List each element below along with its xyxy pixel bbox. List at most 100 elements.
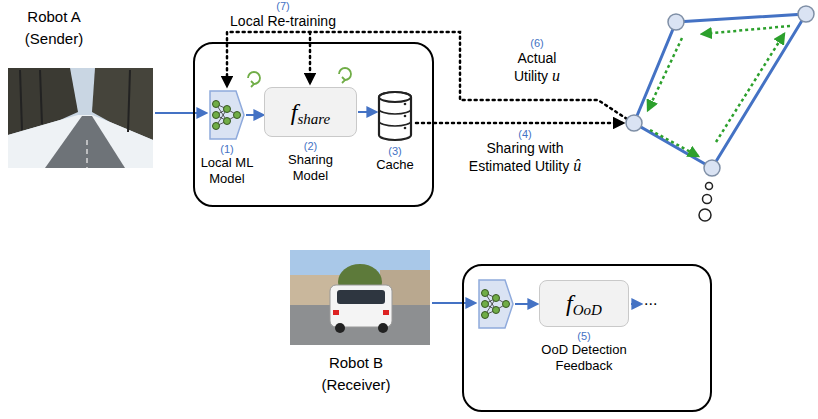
- flow-arrow: [515, 303, 537, 305]
- robot-network-graph: [626, 6, 814, 176]
- sharing-line: [416, 122, 623, 125]
- callout-number: (5): [529, 330, 639, 342]
- receiver-model-icon: [482, 312, 489, 319]
- street-car-photo: [290, 250, 430, 345]
- component-label: OoD Detection Feedback: [529, 342, 639, 373]
- label-line: Robot B (Receiver): [310, 352, 402, 396]
- model-icon: [209, 90, 245, 140]
- snow-road-photo: [86, 140, 88, 168]
- model-icon: [213, 101, 220, 108]
- receiver-model-icon: [493, 307, 500, 314]
- receiver-panel: fOoD (5)OoD Detection Feedback: [462, 264, 712, 412]
- model-icon: [234, 112, 241, 119]
- label-line: Estimated Utilityû: [445, 157, 605, 175]
- retrain-cycle-icon: [339, 68, 351, 80]
- cache-cylinder: [379, 121, 411, 126]
- sender-panel: (1)Local ML Modelfshare (2)Sharing Model (…: [193, 42, 434, 207]
- input-arrow: [432, 302, 475, 304]
- model-icon: [224, 118, 231, 125]
- robot-network-graph: [626, 115, 642, 131]
- street-car-photo: [383, 310, 389, 315]
- function-symbol: f: [566, 290, 573, 317]
- annotation-text: Robot A (Sender): [25, 8, 83, 47]
- callout-number: (7): [276, 0, 289, 12]
- model-icon: [224, 106, 231, 113]
- street-car-photo: [337, 290, 385, 304]
- retraining-feedback-line: [309, 32, 312, 83]
- robot-network-graph: [699, 183, 713, 222]
- label-line: Utilityu: [487, 67, 587, 85]
- component-label: Local ML Model: [197, 155, 257, 186]
- label-line: ...: [644, 291, 674, 309]
- input-arrow: [155, 112, 206, 114]
- label-line: (7): [258, 0, 308, 12]
- annotation-text: Utility: [514, 68, 548, 84]
- receiver-model-icon: [479, 280, 513, 328]
- variable-symbol: u: [552, 67, 560, 84]
- model-icon: [213, 101, 241, 130]
- street-car-photo: [290, 250, 430, 345]
- label-line: Sharing with: [465, 140, 585, 156]
- robot-network-graph: [634, 14, 806, 168]
- robot-network-graph: [699, 209, 711, 221]
- cache-cylinder: [379, 109, 411, 114]
- callout-number: (1): [197, 143, 257, 155]
- annotation-text: ...: [644, 291, 657, 308]
- robot-network-graph: [798, 6, 814, 22]
- street-car-photo: [333, 310, 339, 315]
- label-line: Robot A (Sender): [10, 6, 98, 50]
- snow-road-photo: [8, 68, 153, 168]
- robot-network-graph: [648, 26, 790, 156]
- retrain-cycle-icon: [251, 81, 254, 87]
- receiver-model-icon: [482, 290, 489, 297]
- robot-network-graph: [703, 195, 712, 204]
- function-subscript: OoD: [573, 302, 602, 319]
- robot-network-graph: [716, 34, 784, 142]
- cache-cylinder: [404, 115, 407, 118]
- annotation-text: Estimated Utility: [469, 158, 569, 174]
- component-label: Sharing Model: [279, 152, 343, 183]
- model-icon: [213, 123, 220, 130]
- label-line: Actual: [487, 50, 587, 66]
- flow-arrow: [358, 111, 376, 113]
- model-icon: [213, 112, 220, 119]
- callout-number: (3): [370, 145, 420, 157]
- model-icon: [209, 90, 245, 140]
- annotation-text: Robot B (Receiver): [321, 354, 390, 393]
- street-car-photo: [335, 323, 345, 333]
- robot-network-graph: [702, 26, 790, 34]
- snow-road-photo: [45, 116, 125, 168]
- retrain-cycle-icon: [342, 77, 345, 83]
- receiver-model-icon: [482, 301, 489, 308]
- model-node: (1)Local ML Model: [197, 90, 257, 186]
- label-line: Local Re-training: [203, 13, 363, 29]
- label-line: (4): [485, 128, 565, 140]
- sharing-model-node: fshare (2)Sharing Model: [264, 87, 357, 183]
- robot-network-graph: [650, 130, 698, 156]
- callout-number: (2): [264, 140, 357, 152]
- label-line: (6): [497, 37, 577, 49]
- retrain-cycle-icon: [248, 68, 351, 87]
- street-car-photo: [378, 323, 388, 333]
- cache-node: (3)Cache: [370, 90, 420, 173]
- function-box: fOoD: [539, 280, 629, 327]
- retrain-cycle-icon: [248, 72, 260, 84]
- component-label: Cache: [370, 157, 420, 173]
- robot-network-graph: [648, 38, 682, 110]
- receiver-model-icon: [479, 280, 513, 328]
- cache-cylinder: [379, 92, 411, 140]
- robot-network-graph: [704, 160, 720, 176]
- flow-arrow: [246, 114, 263, 116]
- snow-road-photo: [8, 68, 153, 168]
- receiver-model-icon: [503, 301, 510, 308]
- callout-number: (4): [518, 128, 531, 140]
- receiver-model-icon: [493, 295, 500, 302]
- cache-cylinder: [377, 90, 413, 142]
- variable-symbol: û: [573, 157, 581, 174]
- function-box: fshare: [264, 87, 357, 137]
- function-subscript: share: [297, 111, 330, 128]
- robot-network-graph: [668, 14, 684, 30]
